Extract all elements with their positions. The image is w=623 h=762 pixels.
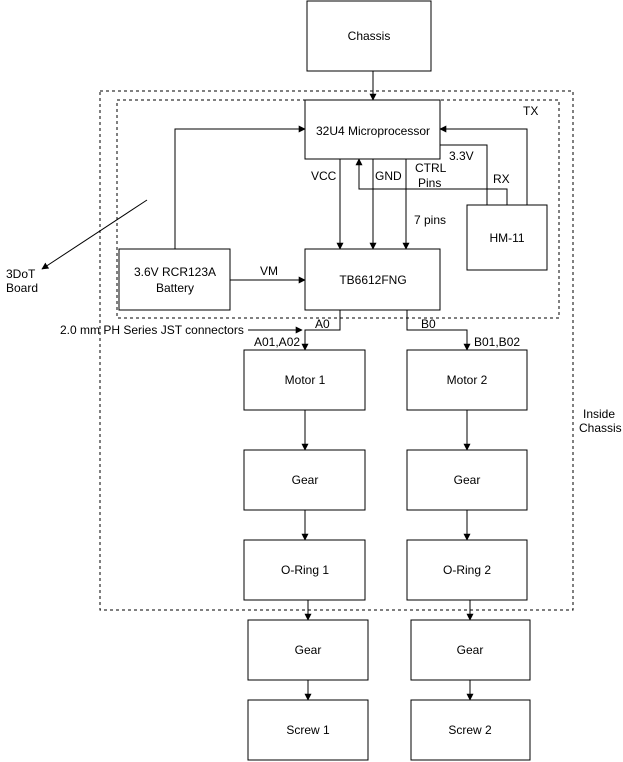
screw-2-label: Screw 2	[448, 723, 492, 737]
ctrl-label-line1: CTRL	[415, 161, 447, 175]
microprocessor-box	[304, 99, 441, 160]
tx-label: TX	[523, 104, 538, 118]
board-label-line1: 3DoT	[6, 267, 36, 281]
screw-1-label: Screw 1	[286, 723, 330, 737]
gear-2-inner-box	[406, 449, 528, 511]
ctrl-label-line2: Pins	[418, 176, 441, 190]
inside-chassis-label-line2: Chassis	[579, 421, 622, 435]
inside-chassis-label-line1: Inside	[583, 407, 615, 421]
gear-2-outer-box	[410, 619, 531, 681]
b01-b02-label: B01,B02	[474, 335, 520, 349]
oring-1-box	[243, 539, 366, 601]
gear-2-inner-label: Gear	[454, 473, 481, 487]
b0-to-motor2-arrow	[406, 310, 471, 351]
gear-1-outer-box	[247, 619, 369, 681]
chassis-label: Chassis	[348, 29, 391, 43]
screw-1-box	[247, 699, 369, 761]
gear-2-outer-label: Gear	[457, 643, 484, 657]
motor-2-box	[406, 349, 528, 411]
oring-1-label: O-Ring 1	[281, 563, 329, 577]
micro-3v3-line	[440, 144, 488, 205]
gnd-label: GND	[375, 169, 402, 183]
hm11-rx-arrow	[355, 158, 508, 205]
gear-1-outer-label: Gear	[295, 643, 322, 657]
bluetooth-label: HM-11	[489, 231, 524, 245]
b0-label: B0	[421, 317, 436, 331]
motor-1-box	[243, 349, 366, 411]
battery-label-line1: 3.6V RCR123A	[134, 265, 216, 279]
a01-a02-label: A01,A02	[254, 335, 300, 349]
oring-2-label: O-Ring 2	[443, 563, 491, 577]
battery-box	[118, 248, 231, 311]
hm11-tx-arrow	[439, 125, 528, 205]
board-label-line2: Board	[6, 281, 38, 295]
vcc-label: VCC	[311, 169, 337, 183]
microprocessor-label: 32U4 Microprocessor	[316, 124, 430, 138]
gear-1-inner-box	[243, 449, 366, 511]
voltage-3v3-label: 3.3V	[449, 149, 474, 163]
bluetooth-module-box	[466, 204, 548, 271]
motor-1-label: Motor 1	[285, 373, 326, 387]
oring-2-box	[406, 539, 528, 601]
vm-label: VM	[260, 264, 278, 278]
rx-label: RX	[493, 172, 510, 186]
screw-2-box	[410, 699, 531, 761]
battery-label-line2: Battery	[156, 281, 194, 295]
chassis-box	[306, 0, 432, 72]
motor-2-label: Motor 2	[447, 373, 488, 387]
gear-1-inner-label: Gear	[292, 473, 319, 487]
seven-pins-label: 7 pins	[414, 213, 446, 227]
a0-to-motor1-arrow	[301, 310, 341, 351]
inside-chassis-region	[99, 90, 574, 611]
board-pointer-arrow	[41, 199, 148, 270]
a0-label: A0	[315, 317, 330, 331]
jst-connectors-label: 2.0 mm PH Series JST connectors	[60, 323, 244, 337]
battery-to-micro-arrow	[174, 125, 306, 249]
motor-driver-label: TB6612FNG	[339, 273, 406, 287]
